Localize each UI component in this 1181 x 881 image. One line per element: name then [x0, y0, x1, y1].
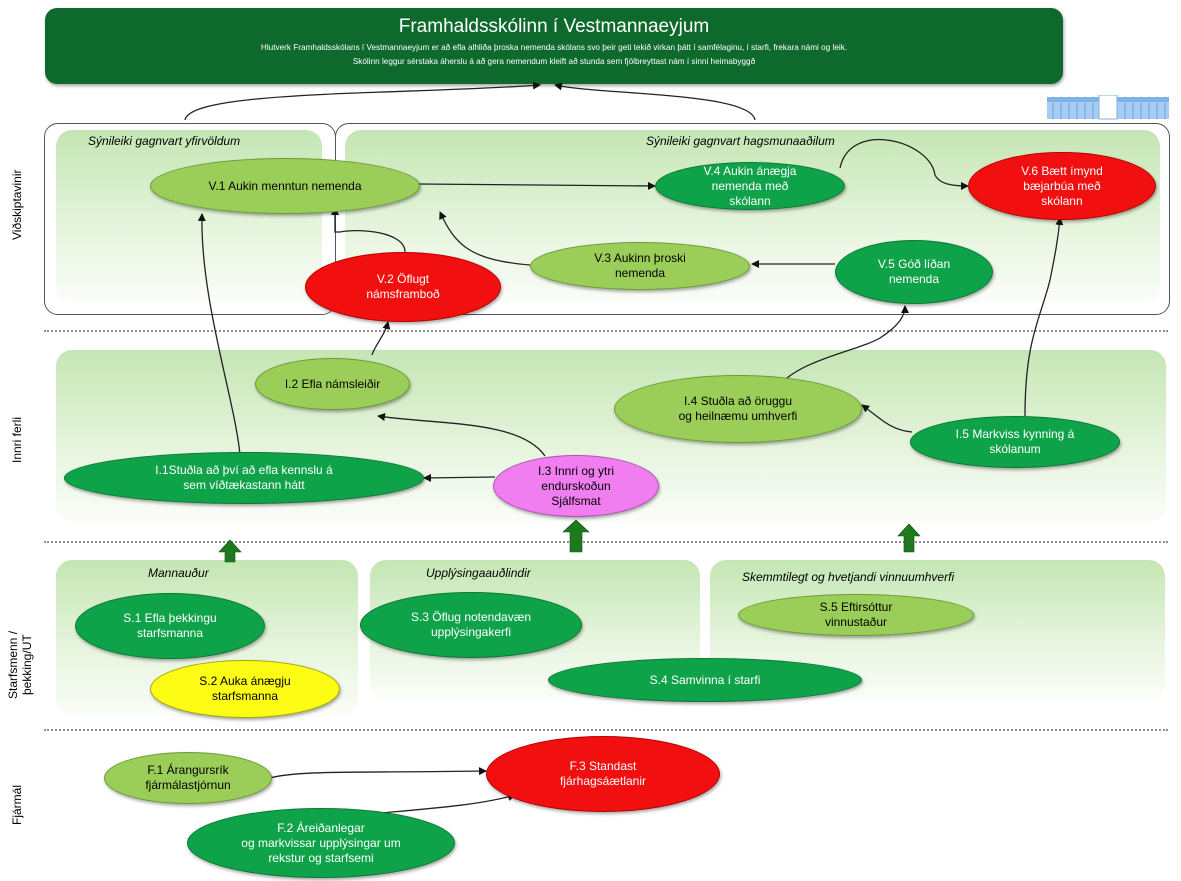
divider-internal-staff — [44, 541, 1168, 543]
node-i3: I.3 Innri og ytri endurskoðun Sjálfsmat — [493, 455, 659, 517]
node-v4: V.4 Aukin ánægja nemenda með skólann — [655, 162, 845, 210]
divider-staff-finance — [44, 729, 1168, 731]
node-i2: I.2 Efla námsleiðir — [255, 358, 410, 410]
page-title: Framhaldsskólinn í Vestmannaeyjum — [398, 16, 710, 37]
node-v6: V.6 Bætt ímynd bæjarbúa með skólann — [968, 152, 1156, 220]
node-i4: I.4 Stuðla að öruggu og heilnæmu umhverf… — [614, 375, 862, 443]
section-title-authorities: Sýnileiki gagnvart yfirvöldum — [88, 134, 241, 148]
mission-line-2: Skólinn leggur sérstaka áherslu á að ger… — [352, 57, 756, 66]
node-s3: S.3 Öflug notendavæn upplýsingakerfi — [360, 592, 582, 658]
node-s1: S.1 Efla þekkingu starfsmanna — [75, 593, 265, 659]
header-banner: Framhaldsskólinn í Vestmannaeyjum Hlutve… — [45, 8, 1063, 84]
node-f2: F.2 Áreiðanlegar og markvissar upplýsing… — [187, 808, 455, 878]
node-v3: V.3 Aukinn þroski nemenda — [530, 242, 750, 290]
section-title-human: Mannauður — [148, 566, 209, 580]
node-s5: S.5 Eftirsóttur vinnustaður — [738, 594, 974, 636]
node-s4: S.4 Samvinna í starfi — [548, 658, 862, 702]
node-v2: V.2 Öflugt námsframboð — [305, 252, 501, 322]
node-f3: F.3 Standast fjárhagsáætlanir — [486, 736, 720, 812]
node-v5: V.5 Góð líðan nemenda — [835, 240, 993, 304]
section-title-stakeholders: Sýnileiki gagnvart hagsmunaaðilum — [646, 134, 835, 148]
node-v1: V.1 Aukin menntun nemenda — [150, 158, 420, 214]
up-arrows — [218, 519, 921, 563]
node-i5: I.5 Markviss kynning á skólanum — [910, 416, 1120, 468]
mission-line-1: Hlutverk Framhaldsskólans í Vestmannaeyj… — [260, 43, 848, 52]
node-i1: I.1Stuðla að því að efla kennslu á sem v… — [64, 452, 424, 504]
node-s2: S.2 Auka ánægju starfsmanna — [150, 660, 340, 718]
divider-customers-internal — [44, 330, 1168, 332]
school-building-image — [1047, 94, 1169, 121]
node-f1: F.1 Árangursrík fjármálastjórnun — [104, 752, 272, 804]
section-title-info: Upplýsingaauðlindir — [426, 566, 531, 580]
section-title-work-env: Skemmtilegt og hvetjandi vinnuumhverfi — [742, 570, 955, 584]
